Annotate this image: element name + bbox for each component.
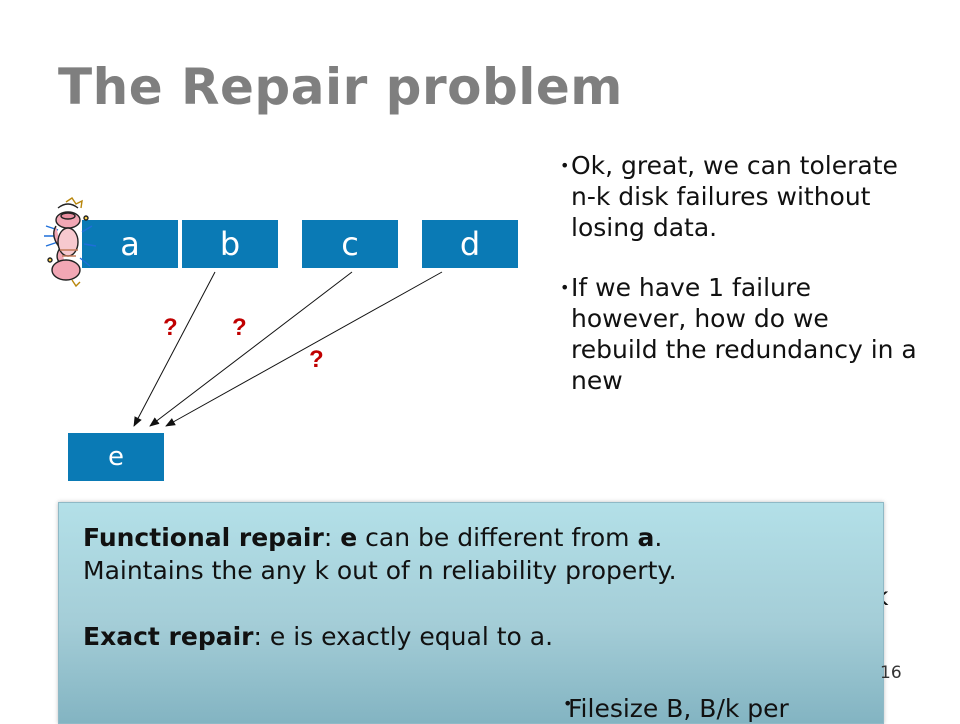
functional-repair-paragraph: Functional repair: e can be different fr… [83,521,763,587]
exact-repair-label: Exact repair [83,622,254,651]
node-label: b [219,225,241,263]
repair-definitions-panel: Functional repair: e can be different fr… [58,502,884,724]
bullet-list: Ok, great, we can tolerate n-k disk fail… [560,150,918,396]
node-d: d [422,220,518,268]
bullet-item: Ok, great, we can tolerate n-k disk fail… [560,150,918,243]
exploding-disk-icon [44,197,97,288]
colon: : [323,523,333,552]
question-mark: ? [163,314,178,341]
node-e: e [68,433,164,481]
functional-text-end: . Maintains the any k out of n reliabili… [83,523,677,585]
bullet-item: If we have 1 failure however, how do we … [560,272,918,396]
exact-repair-paragraph: Exact repair: e is exactly equal to a. [83,620,763,653]
question-mark: ? [232,314,247,341]
symbol-a: a [637,523,655,552]
arrow-b-to-e [133,271,216,427]
node-label: c [341,225,359,263]
node-a: a [82,220,178,268]
slide-title: The Repair problem [58,58,623,116]
arrow-c-to-e [149,271,353,427]
node-label: d [459,225,481,263]
functional-repair-label: Functional repair [83,523,324,552]
node-c: c [302,220,398,268]
panel-text: Functional repair: e can be different fr… [83,521,763,653]
page-number: 16 [880,663,902,683]
node-b: b [182,220,278,268]
question-mark: ? [309,346,324,373]
arrow-d-to-e [165,271,443,427]
exact-repair-text: : e is exactly equal to a. [253,622,554,651]
bullet-item: Filesize B, B/k per [563,694,789,723]
symbol-e: e [340,523,358,552]
node-label: a [120,225,140,263]
node-label: e [108,442,124,472]
functional-text: can be different from [365,523,630,552]
